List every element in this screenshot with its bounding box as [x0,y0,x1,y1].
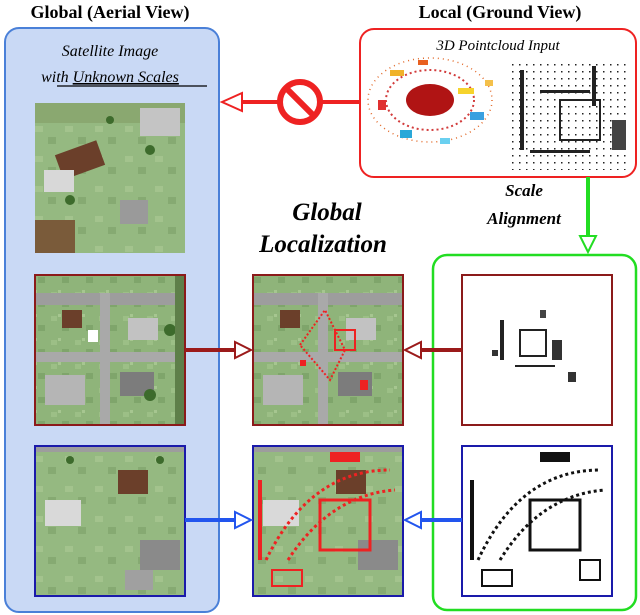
pointcloud-bw [510,62,630,170]
row3-arrow-left-head [234,510,254,530]
frame-blue-center [252,445,404,597]
satellite-tile-blue [34,445,186,597]
unknown-scales-text: Unknown Scales [73,69,179,86]
scale-alignment-line1: Scale [505,181,543,200]
global-localization-line1: Global [292,199,362,226]
global-view-header: Global (Aerial View) [31,2,190,23]
alignment-arrow-head [578,235,598,255]
blocked-arrow-head [219,91,243,113]
scale-alignment-line2: Alignment [486,209,562,228]
row2-arrow-right-head [402,340,422,360]
local-view-header: Local (Ground View) [419,2,582,23]
no-entry-icon [277,79,323,125]
pointcloud-tile-blue [461,445,613,597]
satellite-caption-line1: Satellite Image [62,43,158,60]
satellite-caption-line2: with Unknown Scales [41,69,179,86]
pointcloud-caption: 3D Pointcloud Input [435,38,560,54]
row3-arrow-right-head [402,510,422,530]
overlay-tile-blue [252,445,404,597]
global-localization-line2: Localization [258,231,387,258]
satellite-tile-unscaled [35,103,185,253]
satellite-tile-red [34,274,186,426]
overlay-tile-red [252,274,404,426]
pointcloud-colored [367,57,493,144]
pointcloud-tile-red [461,274,613,426]
satellite-caption-prefix: with [41,69,73,86]
row2-arrow-left-head [234,340,254,360]
